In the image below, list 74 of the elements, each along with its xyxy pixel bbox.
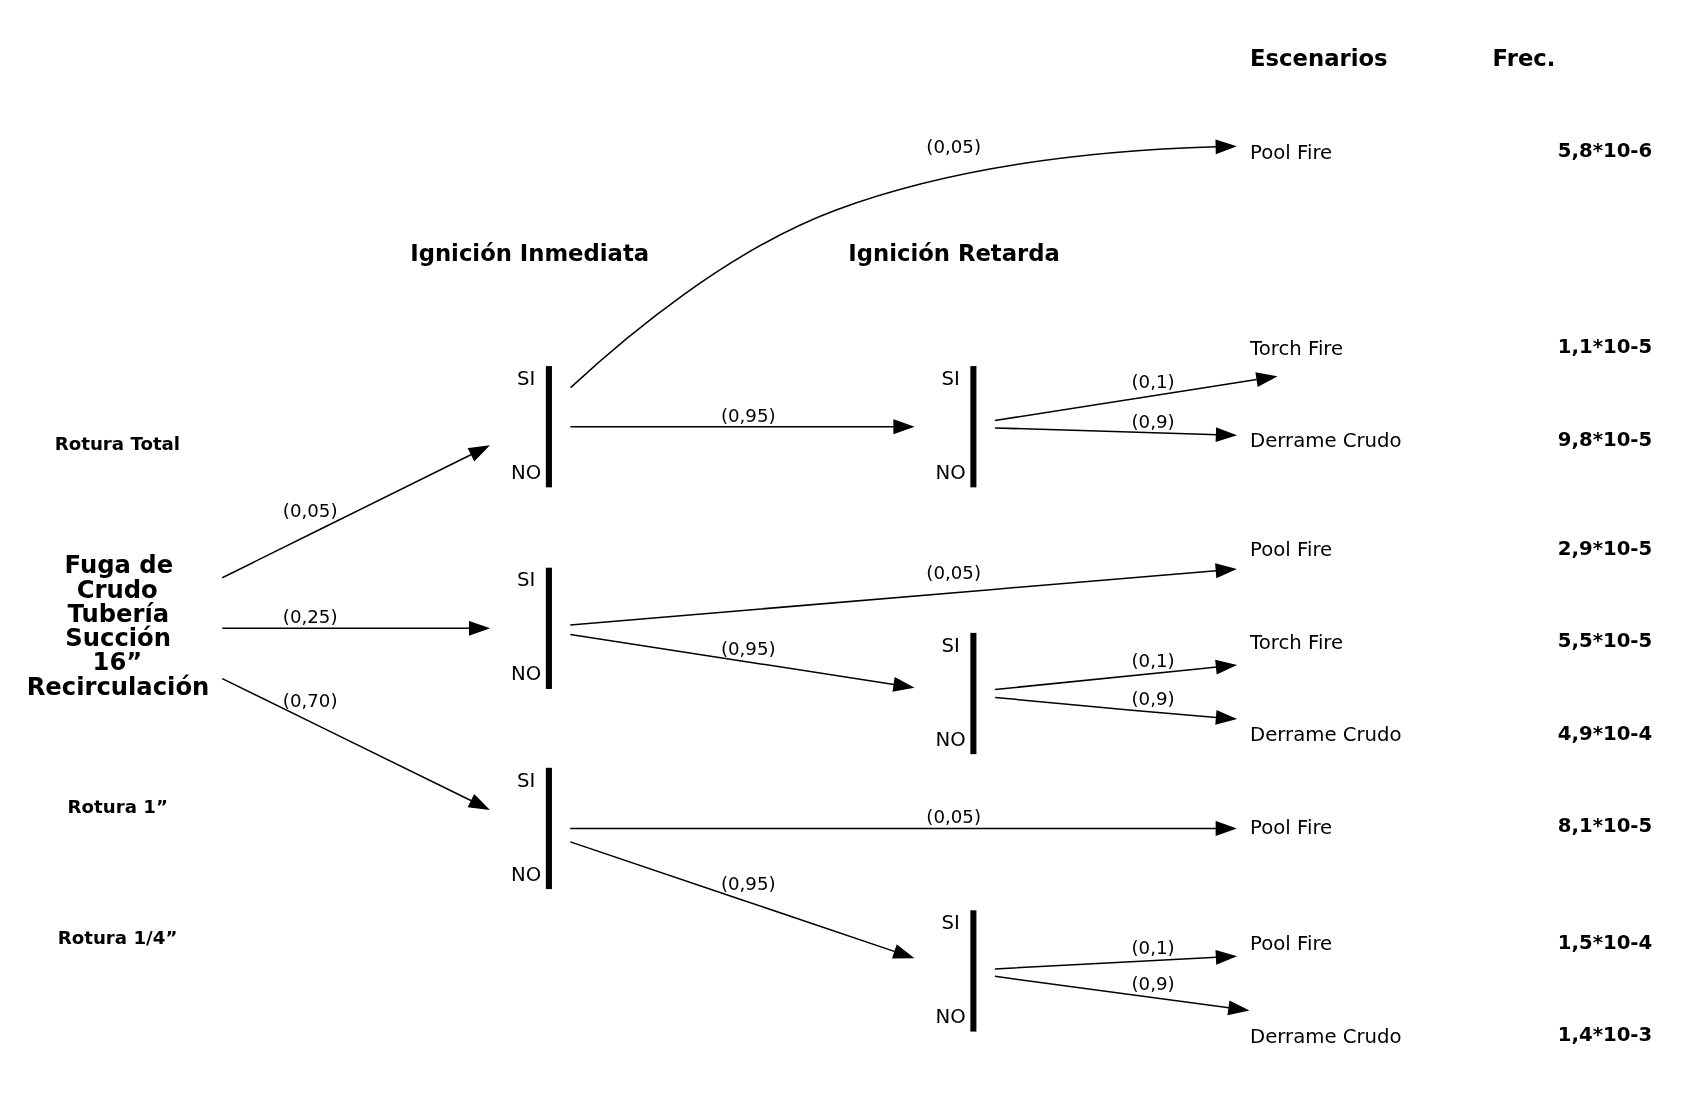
- edge-label: (0,95): [720, 404, 776, 426]
- node-label: SI: [517, 567, 536, 591]
- node-text: Pool Fire: [1250, 815, 1333, 839]
- node-label: SI: [941, 910, 960, 934]
- arrow: [569, 840, 915, 958]
- node-label: 1,5*10-4: [1557, 930, 1653, 954]
- node-bar: [970, 632, 977, 754]
- edge-label: (0,9): [1131, 972, 1175, 994]
- arrow: [994, 659, 1238, 690]
- node-bar: [545, 767, 552, 889]
- edge-label: (0,05): [926, 561, 982, 583]
- node-label: NO: [511, 460, 542, 484]
- node-label: 5,8*10-6: [1557, 138, 1653, 162]
- node-text: Derrame Crudo: [1250, 428, 1402, 452]
- edge-label: (0,9): [1131, 687, 1175, 709]
- label: Frec.: [1492, 44, 1556, 71]
- node-label: 9,8*10-5: [1557, 427, 1653, 450]
- node-text: Pool Fire: [1250, 140, 1333, 164]
- node-label: NO: [511, 862, 542, 886]
- node-label: SI: [517, 768, 536, 792]
- arrow: [994, 371, 1278, 421]
- node-label: 5,5*10-5: [1557, 628, 1653, 652]
- arrow: [221, 620, 491, 636]
- node-label: NO: [935, 727, 966, 751]
- edge-label: (0,05): [926, 805, 982, 827]
- label: Rotura 1/4”: [57, 926, 178, 948]
- edge-label: (0,25): [282, 605, 338, 627]
- node-text: Pool Fire: [1250, 537, 1333, 561]
- node-bar: [545, 365, 552, 487]
- label: Ignición Retarda: [848, 239, 1060, 266]
- node-label: SI: [941, 633, 960, 657]
- node-bar: [970, 909, 977, 1032]
- node-label: 2,9*10-5: [1557, 536, 1653, 560]
- edge-label: (0,1): [1131, 370, 1175, 392]
- node-label: 4,9*10-4: [1557, 721, 1653, 745]
- label: Rotura 1”: [67, 795, 168, 817]
- label: Rotura Total: [54, 432, 181, 454]
- edge-label: (0,1): [1131, 649, 1175, 671]
- arrow: [569, 820, 1237, 836]
- arrow: [569, 562, 1237, 626]
- arrow: [221, 677, 490, 810]
- label: Ignición Inmediata: [410, 239, 650, 266]
- node-label: NO: [935, 460, 966, 484]
- node-text: Derrame Crudo: [1250, 722, 1402, 746]
- node-text: Derrame Crudo: [1250, 1024, 1402, 1048]
- arrow: [221, 444, 490, 578]
- node-label: 8,1*10-5: [1557, 813, 1653, 837]
- edge-label: (0,05): [282, 499, 338, 521]
- node-bar: [545, 567, 552, 689]
- node-text: Torch Fire: [1250, 630, 1344, 654]
- node-label: SI: [517, 366, 536, 390]
- arrow: [994, 426, 1238, 442]
- label: Escenarios: [1250, 44, 1388, 71]
- edge-label: (0,70): [282, 689, 338, 711]
- edge-label: (0,1): [1131, 936, 1175, 958]
- node-label: NO: [935, 1004, 966, 1028]
- node-text: Fuga de Crudo Tubería Succión 16” Recirculación: [26, 549, 210, 701]
- node-label: SI: [941, 366, 960, 390]
- edge-label: (0,95): [720, 637, 776, 659]
- arrow: [569, 633, 915, 692]
- node-label: 1,4*10-3: [1557, 1022, 1653, 1046]
- arrow: [994, 696, 1238, 725]
- node-text: Pool Fire: [1250, 931, 1333, 955]
- edge-label: (0,95): [720, 872, 776, 894]
- edge-label: (0,9): [1131, 410, 1175, 432]
- arrow: [569, 138, 1237, 388]
- node-label: NO: [511, 661, 542, 685]
- arrow: [994, 949, 1238, 970]
- arrow: [994, 975, 1250, 1015]
- edge-label: (0,05): [926, 135, 982, 157]
- node-bar: [970, 365, 977, 487]
- arrow: [569, 418, 915, 434]
- node-label: 1,1*10-5: [1557, 334, 1653, 358]
- node-text: Torch Fire: [1250, 336, 1344, 360]
